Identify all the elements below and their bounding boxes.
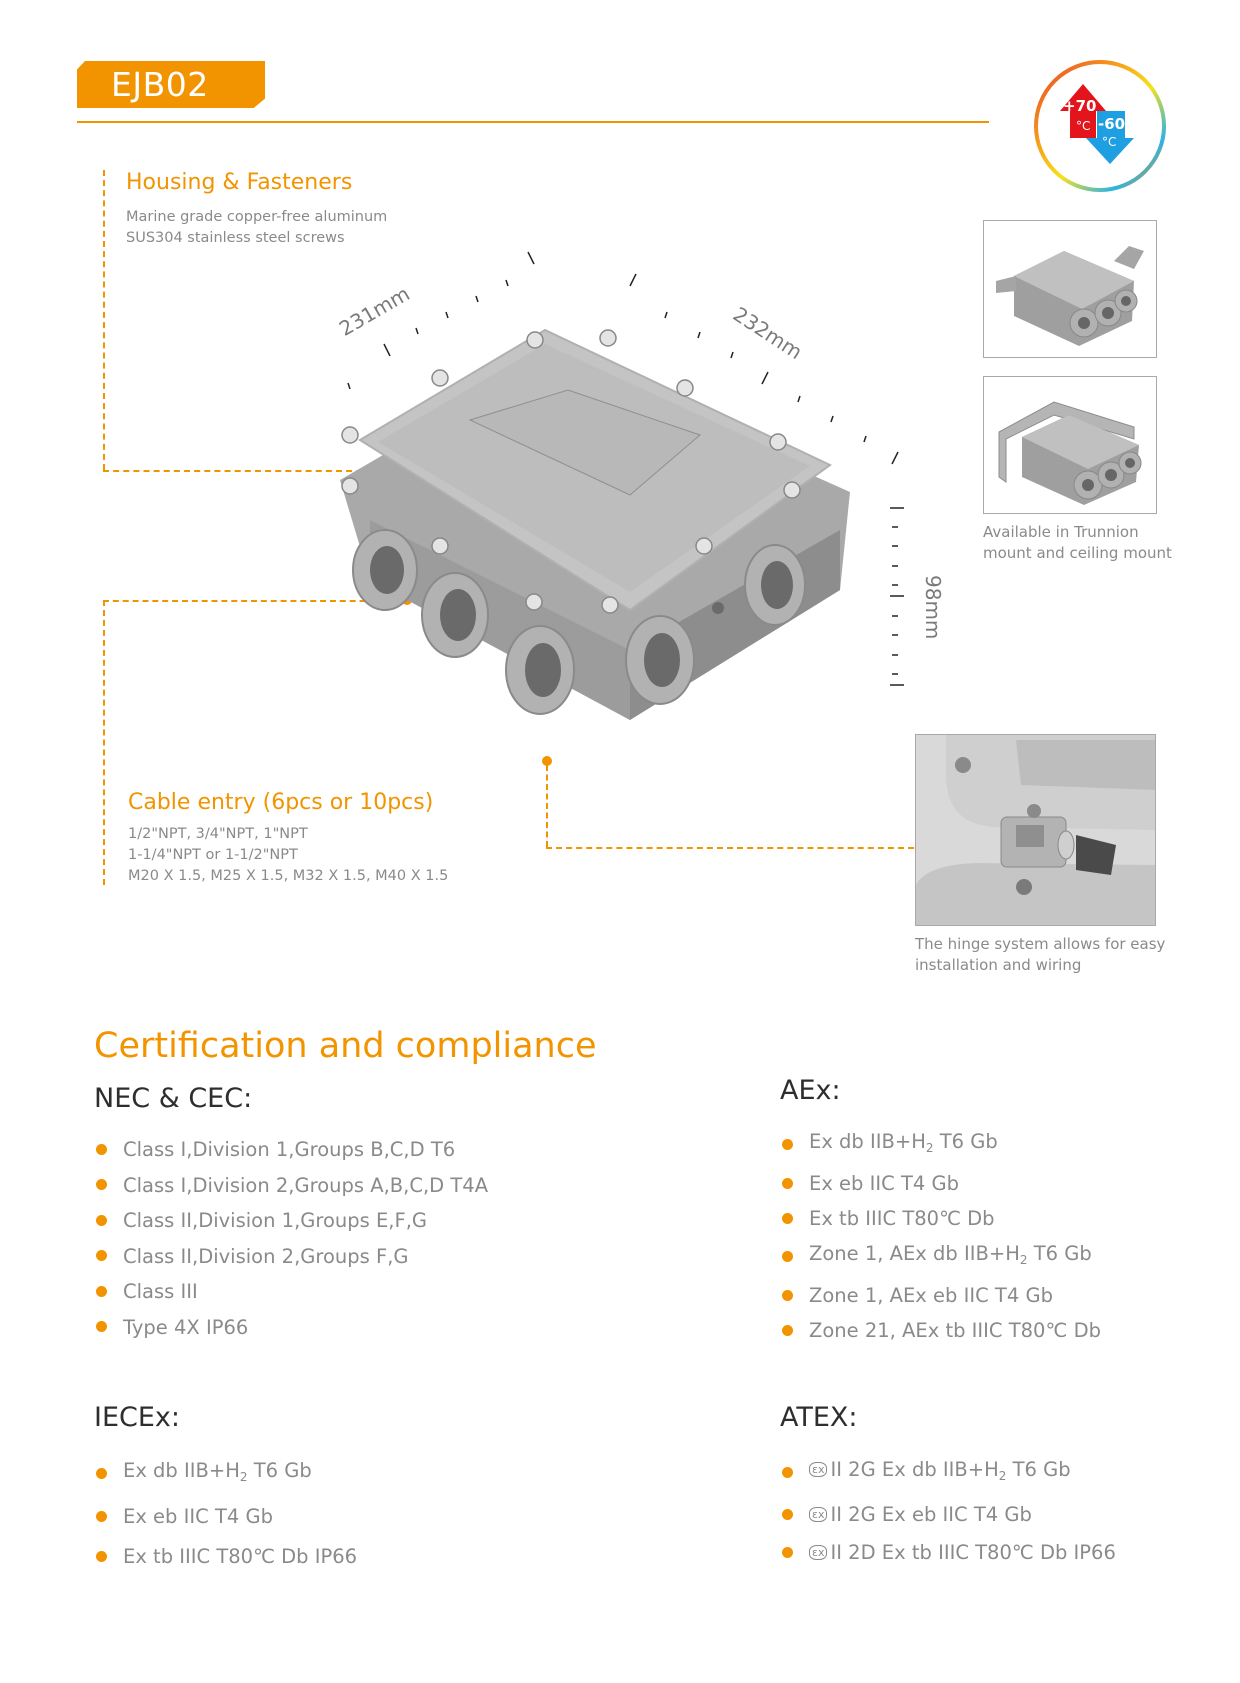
cert-heading: IECEx: xyxy=(94,1402,181,1433)
bullet-icon xyxy=(96,1321,107,1333)
cert-item: Zone 1, AEx db IIB+H2 T6 Gb xyxy=(780,1236,1101,1278)
cert-item: Class I,Division 2,Groups A,B,C,D T4A xyxy=(94,1168,488,1204)
svg-text:°C: °C xyxy=(1076,119,1090,133)
bullet-icon xyxy=(782,1177,793,1189)
bullet-icon xyxy=(782,1139,793,1150)
cable-entry-title: Cable entry (6pcs or 10pcs) xyxy=(128,790,434,815)
cert-heading: AEx: xyxy=(780,1075,841,1106)
cert-item: Ex tb IIIC T80℃ Db xyxy=(780,1201,1101,1236)
ex-hexagon-icon: εx xyxy=(809,1462,828,1477)
trunnion-mount-image xyxy=(983,220,1157,358)
bullet-icon xyxy=(96,1214,107,1226)
hinge-leader-dot xyxy=(542,756,552,766)
mounting-caption-line-2: mount and ceiling mount xyxy=(983,544,1172,562)
cert-item: Ex db IIB+H2 T6 Gb xyxy=(780,1124,1101,1166)
bullet-icon xyxy=(96,1468,107,1479)
housing-line-2: SUS304 stainless steel screws xyxy=(126,230,345,246)
cert-item: Class I,Division 1,Groups B,C,D T6 xyxy=(94,1132,488,1168)
cert-item: Class II,Division 2,Groups F,G xyxy=(94,1239,488,1275)
bullet-icon xyxy=(96,1285,107,1297)
hinge-leader-vertical xyxy=(546,765,548,847)
dimension-height: 98mm xyxy=(921,575,945,640)
bullet-icon xyxy=(782,1508,793,1520)
product-image xyxy=(241,230,910,770)
model-name: EJB02 xyxy=(111,65,209,104)
ceiling-mount-image xyxy=(983,376,1157,514)
housing-line-1: Marine grade copper-free aluminum xyxy=(126,209,388,225)
ex-hexagon-icon: εx xyxy=(809,1506,828,1522)
svg-text:-60: -60 xyxy=(1098,115,1125,133)
housing-leader-horizontal xyxy=(103,470,423,472)
temperature-range-icon: +70 °C -60 °C xyxy=(1030,56,1170,196)
cert-item: Type 4X IP66 xyxy=(94,1310,488,1346)
hinge-caption-line-1: The hinge system allows for easy xyxy=(915,935,1166,953)
housing-leader-vertical xyxy=(103,170,105,470)
header-divider xyxy=(77,121,989,123)
cert-heading: NEC & CEC: xyxy=(94,1083,253,1114)
cable-leader-horizontal xyxy=(103,600,405,602)
cable-leader-vertical xyxy=(103,600,105,885)
bullet-icon xyxy=(782,1547,793,1559)
bullet-icon xyxy=(96,1551,107,1562)
bullet-icon xyxy=(96,1250,107,1262)
mounting-caption-line-1: Available in Trunnion xyxy=(983,523,1139,541)
cert-item: Ex eb IIC T4 Gb xyxy=(94,1497,357,1537)
cert-item: Zone 1, AEx eb IIC T4 Gb xyxy=(780,1278,1101,1313)
bullet-icon xyxy=(782,1251,793,1262)
cert-group-nec-cec: NEC & CEC: Class I,Division 1,Groups B,C… xyxy=(94,1083,488,1345)
cert-item: Ex db IIB+H2 T6 Gb xyxy=(94,1451,357,1497)
cable-entry-line-1: 1/2"NPT, 3/4"NPT, 1"NPT xyxy=(128,826,308,842)
svg-text:°C: °C xyxy=(1102,135,1116,149)
bullet-icon xyxy=(782,1289,793,1301)
hinge-image xyxy=(915,734,1156,926)
model-tab: EJB02 xyxy=(77,61,265,108)
cert-heading: ATEX: xyxy=(780,1402,858,1433)
bullet-icon xyxy=(96,1511,107,1522)
hinge-leader-horizontal xyxy=(546,847,914,849)
bullet-icon xyxy=(782,1467,793,1479)
ex-hexagon-icon: εx xyxy=(809,1545,828,1560)
certification-title: Certification and compliance xyxy=(94,1026,597,1066)
housing-title: Housing & Fasteners xyxy=(126,170,353,195)
bullet-icon xyxy=(96,1179,107,1191)
hinge-caption-line-2: installation and wiring xyxy=(915,956,1082,974)
cert-item: Ex tb IIIC T80℃ Db IP66 xyxy=(94,1537,357,1577)
bullet-icon xyxy=(782,1324,793,1336)
cert-item: Class III xyxy=(94,1274,488,1310)
svg-text:+70: +70 xyxy=(1063,97,1096,115)
cert-item: Zone 21, AEx tb IIIC T80℃ Db xyxy=(780,1313,1101,1348)
cable-entry-line-3: M20 X 1.5, M25 X 1.5, M32 X 1.5, M40 X 1… xyxy=(128,868,449,884)
cable-entry-line-2: 1-1/4"NPT or 1-1/2"NPT xyxy=(128,847,298,863)
cert-item: Class II,Division 1,Groups E,F,G xyxy=(94,1203,488,1239)
cert-item: Ex eb IIC T4 Gb xyxy=(780,1166,1101,1201)
bullet-icon xyxy=(782,1212,793,1224)
bullet-icon xyxy=(96,1143,107,1155)
